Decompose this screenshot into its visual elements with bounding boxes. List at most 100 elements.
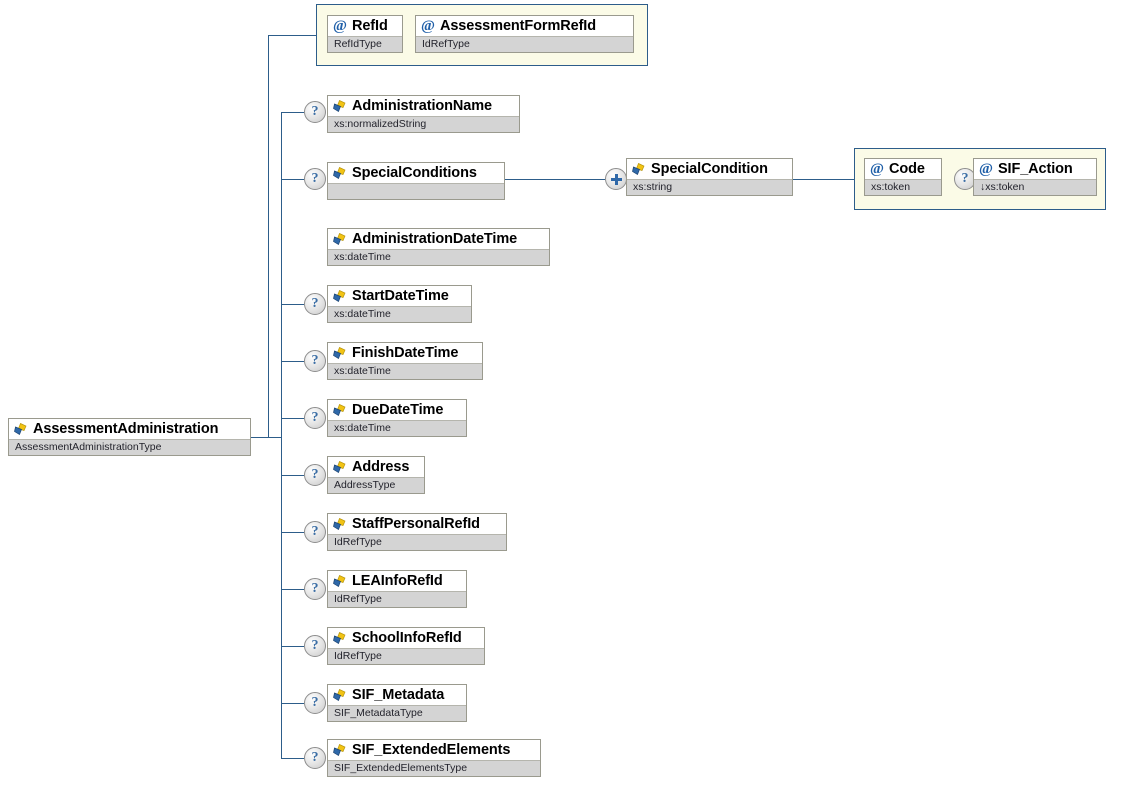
node-name: StartDateTime xyxy=(352,288,449,304)
element-icon xyxy=(333,99,347,113)
question-mark-icon: ? xyxy=(311,104,319,119)
element-icon xyxy=(632,162,646,176)
attribute-icon: @ xyxy=(333,17,347,34)
element-icon xyxy=(333,289,347,303)
node-name-row: SIF_ExtendedElements xyxy=(328,740,540,760)
optional-marker-duedatetime[interactable]: ? xyxy=(304,407,326,429)
node-name-row: SchoolInfoRefId xyxy=(328,628,484,648)
node-type: SIF_MetadataType xyxy=(328,705,466,721)
node-duedatetime[interactable]: DueDateTime xs:dateTime xyxy=(327,399,467,437)
connector-specialconditions-to-child xyxy=(505,179,605,180)
node-type: xs:string xyxy=(627,179,792,195)
node-name-row: @ SIF_Action xyxy=(974,159,1096,179)
optional-marker-leainforefid[interactable]: ? xyxy=(304,578,326,600)
optional-marker-sif-metadata[interactable]: ? xyxy=(304,692,326,714)
node-name: SchoolInfoRefId xyxy=(352,630,462,646)
node-name: Code xyxy=(888,161,925,177)
node-name: SpecialConditions xyxy=(352,165,477,181)
node-schoolinforefid[interactable]: SchoolInfoRefId IdRefType xyxy=(327,627,485,665)
attribute-icon: @ xyxy=(870,160,884,177)
node-type: xs:dateTime xyxy=(328,306,471,322)
connector-element-trunk xyxy=(281,112,282,758)
plus-icon-vertical xyxy=(614,173,618,185)
node-type: IdRefType xyxy=(416,36,633,52)
element-icon xyxy=(333,403,347,417)
node-finishdatetime[interactable]: FinishDateTime xs:dateTime xyxy=(327,342,483,380)
node-staffpersonalrefid[interactable]: StaffPersonalRefId IdRefType xyxy=(327,513,507,551)
optional-marker-specialconditions[interactable]: ? xyxy=(304,168,326,190)
node-type: xs:token xyxy=(865,179,941,195)
node-name: AdministrationDateTime xyxy=(352,231,518,247)
connector-child-4 xyxy=(281,304,304,305)
connector-specialcondition-to-attrs xyxy=(792,179,854,180)
element-icon xyxy=(333,460,347,474)
node-type: AssessmentAdministrationType xyxy=(9,439,250,455)
node-administrationdatetime[interactable]: AdministrationDateTime xs:dateTime xyxy=(327,228,550,266)
question-mark-icon: ? xyxy=(311,467,319,482)
node-name-row: @ Code xyxy=(865,159,941,179)
question-mark-icon: ? xyxy=(311,750,319,765)
node-name-row: LEAInfoRefId xyxy=(328,571,466,591)
optional-marker-startdatetime[interactable]: ? xyxy=(304,293,326,315)
node-startdatetime[interactable]: StartDateTime xs:dateTime xyxy=(327,285,472,323)
expand-plus-specialcondition[interactable] xyxy=(605,168,627,190)
question-mark-icon: ? xyxy=(311,353,319,368)
connector-child-1 xyxy=(281,112,304,113)
node-type-text: xs:token xyxy=(985,181,1025,193)
connector-child-11 xyxy=(281,703,304,704)
node-type: IdRefType xyxy=(328,534,506,550)
element-icon xyxy=(14,422,28,436)
node-name: DueDateTime xyxy=(352,402,444,418)
node-attribute-sif-action[interactable]: @ SIF_Action ↓xs:token xyxy=(973,158,1097,196)
connector-attribute-branch xyxy=(268,35,316,36)
question-mark-icon: ? xyxy=(311,695,319,710)
node-name-row: @ RefId xyxy=(328,16,402,36)
connector-root-stub xyxy=(250,437,281,438)
connector-child-7 xyxy=(281,475,304,476)
connector-child-6 xyxy=(281,418,304,419)
node-name-row: SpecialConditions xyxy=(328,163,504,183)
element-icon xyxy=(333,743,347,757)
node-name-row: SpecialCondition xyxy=(627,159,792,179)
node-name: SIF_Metadata xyxy=(352,687,445,703)
node-name: AdministrationName xyxy=(352,98,492,114)
node-name: AssessmentFormRefId xyxy=(439,18,596,34)
node-name: AssessmentAdministration xyxy=(33,421,219,437)
node-attribute-code[interactable]: @ Code xs:token xyxy=(864,158,942,196)
element-icon xyxy=(333,574,347,588)
node-name-row: FinishDateTime xyxy=(328,343,482,363)
node-sif-metadata[interactable]: SIF_Metadata SIF_MetadataType xyxy=(327,684,467,722)
connector-child-5 xyxy=(281,361,304,362)
node-administrationname[interactable]: AdministrationName xs:normalizedString xyxy=(327,95,520,133)
node-attribute-refid[interactable]: @ RefId RefIdType xyxy=(327,15,403,53)
node-specialconditions[interactable]: SpecialConditions xyxy=(327,162,505,200)
node-name-row: AdministrationDateTime xyxy=(328,229,549,249)
optional-marker-sif-extendedelements[interactable]: ? xyxy=(304,747,326,769)
node-assessment-administration[interactable]: AssessmentAdministration AssessmentAdmin… xyxy=(8,418,251,456)
optional-marker-address[interactable]: ? xyxy=(304,464,326,486)
optional-marker-schoolinforefid[interactable]: ? xyxy=(304,635,326,657)
optional-marker-administrationname[interactable]: ? xyxy=(304,101,326,123)
type-prefix-arrow-icon: ↓ xyxy=(980,181,986,193)
question-mark-icon: ? xyxy=(311,581,319,596)
node-name-row: SIF_Metadata xyxy=(328,685,466,705)
optional-marker-finishdatetime[interactable]: ? xyxy=(304,350,326,372)
node-name-row: @ AssessmentFormRefId xyxy=(416,16,633,36)
node-sif-extendedelements[interactable]: SIF_ExtendedElements SIF_ExtendedElement… xyxy=(327,739,541,777)
node-attribute-assessmentformrefid[interactable]: @ AssessmentFormRefId IdRefType xyxy=(415,15,634,53)
node-address[interactable]: Address AddressType xyxy=(327,456,425,494)
node-specialcondition[interactable]: SpecialCondition xs:string xyxy=(626,158,793,196)
node-name: RefId xyxy=(351,18,388,34)
node-type: IdRefType xyxy=(328,591,466,607)
node-type: xs:dateTime xyxy=(328,363,482,379)
node-leainforefid[interactable]: LEAInfoRefId IdRefType xyxy=(327,570,467,608)
node-name: LEAInfoRefId xyxy=(352,573,443,589)
optional-marker-staffpersonalrefid[interactable]: ? xyxy=(304,521,326,543)
node-name: Address xyxy=(352,459,410,475)
node-type: SIF_ExtendedElementsType xyxy=(328,760,540,776)
node-name-row: AssessmentAdministration xyxy=(9,419,250,439)
node-name-row: AdministrationName xyxy=(328,96,519,116)
node-name-row: StaffPersonalRefId xyxy=(328,514,506,534)
element-icon xyxy=(333,517,347,531)
